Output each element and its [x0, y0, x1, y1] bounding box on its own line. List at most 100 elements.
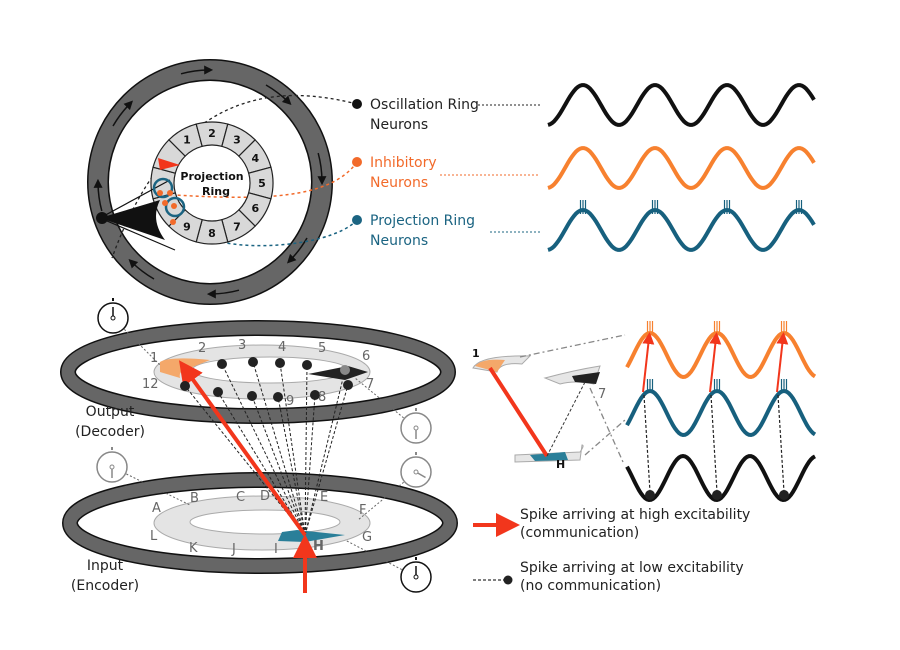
input-segment-label: I — [274, 542, 278, 557]
segment-label: 2 — [208, 127, 216, 140]
mini-schematic: 1 7 H — [472, 334, 626, 471]
clock-connector — [111, 466, 191, 506]
legend-oscillation-line1: Oscillation Ring — [370, 97, 479, 113]
output-neuron-dot — [180, 381, 190, 391]
rotation-arrows — [93, 65, 327, 299]
no-communication-line — [643, 394, 651, 493]
oscillation-waves — [547, 83, 817, 503]
output-inhibitory-wave — [625, 330, 817, 380]
communication-arrow — [642, 332, 655, 393]
output-neuron-dot — [273, 392, 283, 402]
output-label-line1: Output — [86, 404, 135, 420]
rotation-arrow-icon — [180, 65, 214, 75]
input-segment-label: B — [190, 491, 199, 506]
legend-inhibitory: Inhibitory Neurons — [352, 155, 540, 191]
clock-icon — [97, 298, 129, 334]
clock-icon — [400, 408, 432, 444]
oscillation-connector — [111, 94, 358, 259]
segment-label: 6 — [251, 202, 259, 215]
segment-label: 1 — [183, 134, 191, 147]
output-segment-label: 8 — [318, 390, 326, 405]
input-segment-label: G — [362, 530, 372, 545]
segment-label: 7 — [233, 220, 241, 233]
projection-connector — [169, 214, 358, 247]
high-excitability-spike — [178, 360, 307, 537]
output-neuron-dot — [340, 365, 350, 375]
segment-label: 5 — [258, 177, 266, 190]
input-segment-label: F — [359, 503, 366, 518]
oscillation-wave — [547, 83, 816, 127]
rotation-arrow-icon — [93, 178, 103, 212]
no-communication-line — [777, 394, 785, 493]
input-segment-label: J — [231, 542, 236, 557]
output-neuron-dot — [302, 360, 312, 370]
legend-oscillation: Oscillation Ring Neurons — [352, 97, 540, 133]
input-segment-label: C — [236, 490, 245, 505]
legend-high-line1: Spike arriving at high excitability — [520, 507, 750, 523]
no-communication-line — [710, 394, 718, 493]
output-neuron-dot — [247, 391, 257, 401]
clock-icon — [96, 447, 128, 483]
mini-label-h: H — [556, 458, 565, 471]
segment-label: 8 — [208, 227, 216, 240]
spike-line — [304, 364, 308, 536]
output-segment-label: 6 — [362, 349, 370, 364]
output-segment-label: 7 — [366, 377, 374, 392]
output-label-line2: (Decoder) — [75, 424, 145, 440]
output-segment-label: 12 — [142, 377, 159, 392]
spike-line — [252, 361, 306, 536]
legend-projection: Projection Ring Neurons — [352, 213, 540, 249]
segment-label: 4 — [251, 152, 259, 165]
clock-icon — [400, 452, 432, 488]
inhibitory-connector — [174, 161, 358, 199]
projection-wave — [547, 208, 816, 252]
output-neuron-dot — [343, 380, 353, 390]
clock-icon — [400, 557, 432, 593]
output-segment-label: 2 — [198, 341, 206, 356]
input-segment-label: L — [150, 529, 158, 544]
output-label: Output (Decoder) — [75, 404, 145, 440]
input-label-line1: Input — [87, 558, 124, 574]
ring-labels: 12345678912ABCDEFGHIJKL — [142, 338, 374, 557]
rotation-arrow-icon — [317, 152, 327, 186]
output-segment-label: 3 — [238, 338, 246, 353]
oscillation-neuron-dot — [779, 490, 789, 500]
input-segment-label: H — [313, 539, 324, 554]
inhibitory-wave — [547, 146, 816, 190]
rotation-arrow-icon — [128, 258, 155, 280]
input-label-line2: (Encoder) — [71, 578, 139, 594]
mini-label-1: 1 — [472, 347, 480, 360]
output-neurons — [180, 357, 353, 402]
rotation-arrow-icon — [206, 289, 240, 299]
spike-line — [221, 363, 306, 536]
input-segment-label: D — [260, 489, 270, 504]
oscillation-ring — [87, 59, 333, 305]
spike-line — [277, 396, 306, 536]
legend-inhibitory-line1: Inhibitory — [370, 155, 437, 171]
projection-ring-title-2: Ring — [202, 185, 230, 198]
low-excitability-dot-icon — [503, 575, 513, 585]
output-projection-wave — [625, 388, 817, 438]
output-segment-label: 4 — [278, 340, 286, 355]
communication-arrow — [709, 332, 722, 393]
spike-lines — [184, 361, 349, 536]
legend-low-line2: (no communication) — [520, 578, 661, 594]
legend-low-line1: Spike arriving at low excitability — [520, 560, 744, 576]
spike-line — [217, 391, 306, 536]
segment-label: 9 — [183, 220, 191, 233]
output-neuron-dot — [217, 359, 227, 369]
output-neuron-dot — [248, 357, 258, 367]
legend-projection-line1: Projection Ring — [370, 213, 475, 229]
legend-projection-line2: Neurons — [370, 233, 428, 249]
spike-legend: Spike arriving at high excitability (com… — [473, 507, 750, 594]
output-neuron-dot — [275, 358, 285, 368]
clocks — [96, 298, 432, 593]
spike-line — [304, 394, 316, 536]
input-label: Input (Encoder) — [71, 558, 139, 594]
oscillation-neuron-dot — [712, 490, 722, 500]
rotation-arrow-icon — [286, 237, 308, 264]
output-neuron-dot — [213, 387, 223, 397]
output-segment-label: 9 — [286, 394, 294, 409]
